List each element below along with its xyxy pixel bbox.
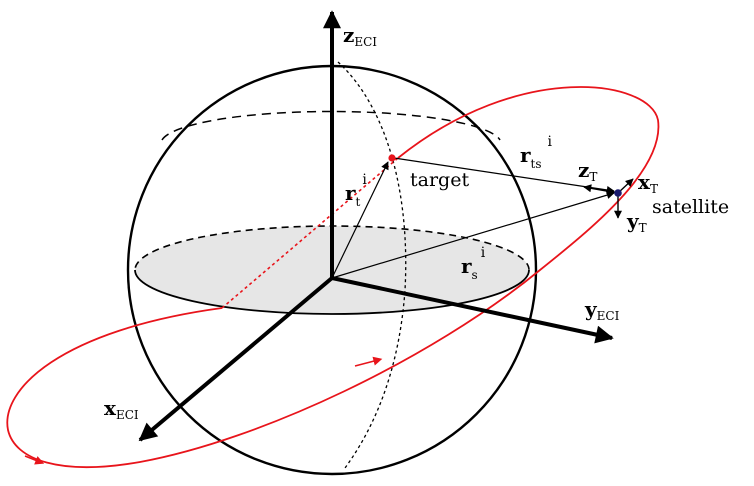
r-s-vector [331, 191, 615, 279]
orbit-direction-arrow-2 [24, 455, 45, 465]
x-t-label: xT [638, 170, 658, 196]
satellite-point [614, 189, 622, 197]
orbit-direction-arrow-1 [354, 356, 383, 367]
r-t-vector [331, 161, 389, 279]
satellite-label: satellite [652, 196, 729, 218]
target-label: target [410, 169, 469, 191]
y-eci-label: yECI [584, 297, 620, 323]
z-t-axis [583, 184, 619, 194]
x-eci-axis [138, 276, 334, 442]
equator-front [134, 270, 530, 315]
z-t-label: zT [578, 158, 597, 184]
satellite-orbit [6, 86, 660, 468]
r-s-label: rsi [461, 245, 486, 282]
meridian-dotted [337, 61, 407, 469]
target-point [388, 154, 396, 162]
orbit-back-dotted [221, 157, 399, 309]
y-eci-axis [331, 276, 614, 344]
z-eci-label: zECI [343, 23, 377, 49]
r-t-label: rti [345, 172, 367, 209]
x-eci-label: xECI [104, 396, 139, 422]
y-t-label: yT [626, 209, 647, 235]
r-ts-vector [393, 157, 615, 194]
r-ts-label: rtsi [520, 134, 553, 171]
